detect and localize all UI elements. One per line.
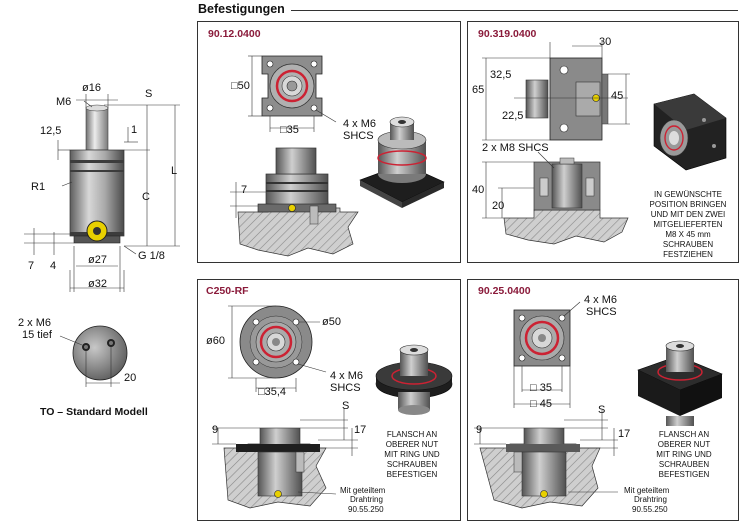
dim-35-4: □35,4 <box>258 386 287 398</box>
dim-30: 30 <box>599 36 612 48</box>
panel-2-drawing <box>482 42 727 245</box>
ring-label-1: Mit geteiltem <box>340 486 386 495</box>
ring-label-2: Drahtring <box>634 495 667 504</box>
model-caption: TO – Standard Modell <box>40 406 148 418</box>
dim-7: 7 <box>241 184 248 196</box>
dim-m6: M6 <box>56 96 72 108</box>
dim-d16: ø16 <box>82 82 101 94</box>
ring-label-2: Drahtring <box>350 495 383 504</box>
shcs-label-2: SHCS <box>330 382 361 394</box>
dim-45: □ 45 <box>530 398 552 410</box>
flange-note: FLANSCH AN OBERER NUT MIT RING UND SCHRA… <box>384 430 440 479</box>
panel-4-drawing <box>474 301 723 509</box>
dim-s: S <box>342 400 350 412</box>
dim-s: S <box>598 404 606 416</box>
dim-20: 20 <box>124 372 137 384</box>
ring-label-3: 90.55.250 <box>632 505 668 514</box>
shcs-label-1: 4 x M6 <box>343 118 377 130</box>
dim-g18: G 1/8 <box>138 250 165 262</box>
dim-40: 40 <box>472 184 485 196</box>
dim-20: 20 <box>492 200 505 212</box>
dim-r1: R1 <box>31 181 46 193</box>
dim-1: 1 <box>131 124 138 136</box>
dim-12-5: 12,5 <box>40 125 62 137</box>
dim-17: 17 <box>618 428 631 440</box>
dim-d60: ø60 <box>206 335 225 347</box>
dim-17: 17 <box>354 424 367 436</box>
holes-label-1: 2 x M6 <box>18 317 52 329</box>
panel-c250-rf: C250-RF <box>197 279 461 521</box>
dim-35: □35 <box>280 124 299 136</box>
dim-45: 45 <box>611 90 624 102</box>
panel-90-25-0400: 90.25.0400 <box>467 279 739 521</box>
panel-90-12-0400: 90.12.0400 <box>197 21 461 263</box>
panel-code: 90.319.0400 <box>478 28 537 40</box>
section-rule <box>291 10 738 11</box>
dim-9: 9 <box>476 424 483 436</box>
dim-9: 9 <box>212 424 219 436</box>
panel-code: 90.12.0400 <box>208 28 261 40</box>
dim-d32: ø32 <box>88 278 107 290</box>
ring-label-1: Mit geteiltem <box>624 486 670 495</box>
shcs-label-2: SHCS <box>343 130 374 142</box>
shcs-label-2: SHCS <box>586 306 617 318</box>
dim-32-5: 32,5 <box>490 69 512 81</box>
dim-c: C <box>142 191 150 203</box>
dim-d50: ø50 <box>322 316 341 328</box>
holes-label-2: 15 tief <box>22 329 52 341</box>
dim-l: L <box>171 165 178 177</box>
panel-code: C250-RF <box>206 285 249 297</box>
panel-3-drawing <box>212 305 453 509</box>
dim-d27: ø27 <box>88 254 107 266</box>
dim-4: 4 <box>50 260 57 272</box>
panel-code: 90.25.0400 <box>478 285 531 297</box>
panel-90-319-0400: 90.319.0400 <box>467 21 739 263</box>
shcs-label-1: 4 x M6 <box>584 294 618 306</box>
dim-s: S <box>145 88 153 100</box>
dim-22-5: 22,5 <box>502 110 524 122</box>
panel-1-drawing <box>230 55 445 257</box>
dim-65: 65 <box>472 84 485 96</box>
dim-50: □50 <box>231 80 250 92</box>
mounting-note: IN GEWÜNSCHTE POSITION BRINGEN UND MIT D… <box>649 190 727 259</box>
ring-label-3: 90.55.250 <box>348 505 384 514</box>
dim-35: □ 35 <box>530 382 552 394</box>
shcs-label-1: 4 x M6 <box>330 370 364 382</box>
m8-label: 2 x M8 SHCS <box>482 142 549 154</box>
section-title: Befestigungen <box>198 2 285 16</box>
dim-7: 7 <box>28 260 35 272</box>
flange-note: FLANSCH AN OBERER NUT MIT RING UND SCHRA… <box>656 430 712 479</box>
